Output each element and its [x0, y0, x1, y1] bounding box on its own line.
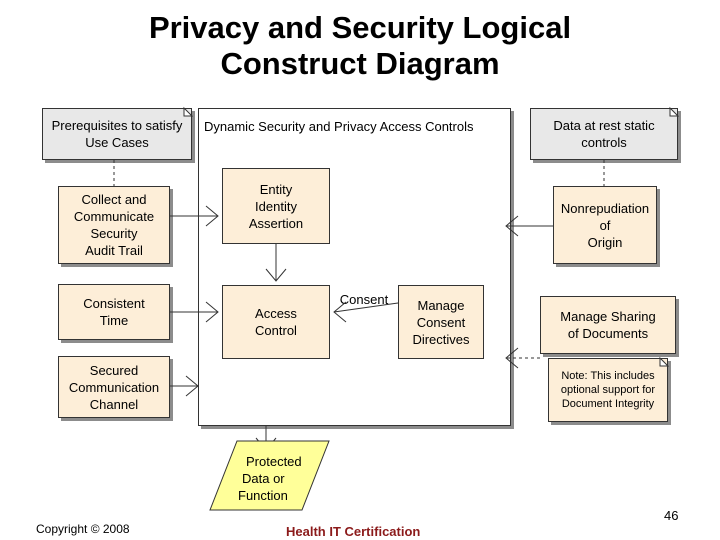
protected-line-2: Data or — [242, 471, 285, 486]
secured-arrow-icon — [185, 375, 199, 397]
note-line-2: optional support for — [560, 384, 656, 396]
note-line-1: Note: This includes — [561, 370, 655, 382]
entity-line-1: Entity — [259, 181, 293, 197]
consistent-line-1: Consistent — [83, 296, 145, 311]
data-at-rest-box: Data at rest static controls — [530, 108, 678, 160]
access-line-2: Control — [255, 323, 297, 338]
prereq-line-2: Use Cases — [85, 135, 149, 150]
protected-down-arrow-icon — [255, 437, 277, 451]
consent-label: Consent — [339, 292, 389, 307]
data-at-rest-line-1: Data at rest static — [553, 118, 655, 133]
collect-line-4: Audit Trail — [85, 243, 143, 258]
dynamic-controls-header: Dynamic Security and Privacy Access Cont… — [204, 119, 474, 134]
manage-consent-line-3: Directives — [412, 331, 470, 347]
note-line-3: Document Integrity — [561, 398, 655, 410]
collect-line-2: Communicate — [73, 209, 155, 224]
access-line-1: Access — [255, 306, 297, 321]
manage-consent-line-1: Manage — [417, 297, 465, 313]
sharing-line-2: of Documents — [567, 326, 649, 341]
access-control-box: Access Control — [222, 285, 330, 359]
consistent-time-box: Consistent Time — [58, 284, 170, 340]
nonrep-line-2: of — [599, 217, 611, 233]
entity-line-2: Identity — [255, 198, 297, 214]
consistent-line-2: Time — [99, 313, 129, 328]
secured-line-1: Secured — [89, 362, 139, 378]
collect-audit-trail-box: Collect and Communicate Security Audit T… — [58, 186, 170, 264]
nonrep-line-1: Nonrepudiation — [560, 200, 650, 216]
secured-channel-box: Secured Communication Channel — [58, 356, 170, 418]
manage-consent-line-2: Consent — [416, 314, 466, 330]
page-number: 46 — [664, 508, 679, 523]
nonrepudiation-box: Nonrepudiation of Origin — [553, 186, 657, 264]
manage-sharing-box: Manage Sharing of Documents — [540, 296, 676, 354]
dynamic-controls-container — [198, 108, 511, 426]
data-at-rest-line-2: controls — [581, 135, 627, 150]
protected-data-label: Protected Data or Function — [238, 453, 318, 504]
manage-consent-box: Manage Consent Directives — [398, 285, 484, 359]
collect-line-1: Collect and — [81, 192, 147, 207]
note-box: Note: This includes optional support for… — [548, 358, 668, 422]
collect-line-3: Security — [90, 226, 138, 241]
title-line-2: Construct Diagram — [220, 46, 500, 81]
sharing-line-1: Manage Sharing — [560, 309, 656, 324]
prerequisites-box: Prerequisites to satisfy Use Cases — [42, 108, 192, 160]
secured-line-3: Channel — [89, 396, 139, 412]
prereq-line-1: Prerequisites to satisfy — [51, 118, 183, 133]
entity-identity-box: Entity Identity Assertion — [222, 168, 330, 244]
page-title: Privacy and Security Logical Construct D… — [0, 10, 720, 82]
nonrep-line-3: Origin — [587, 234, 623, 250]
title-line-1: Privacy and Security Logical — [148, 10, 572, 45]
protected-line-1: Protected — [246, 454, 302, 469]
copyright-text: Copyright © 2008 — [36, 522, 130, 536]
secured-line-2: Communication — [68, 379, 160, 395]
protected-line-3: Function — [238, 488, 288, 503]
entity-line-3: Assertion — [248, 215, 304, 231]
footer-title: Health IT Certification — [286, 524, 421, 539]
